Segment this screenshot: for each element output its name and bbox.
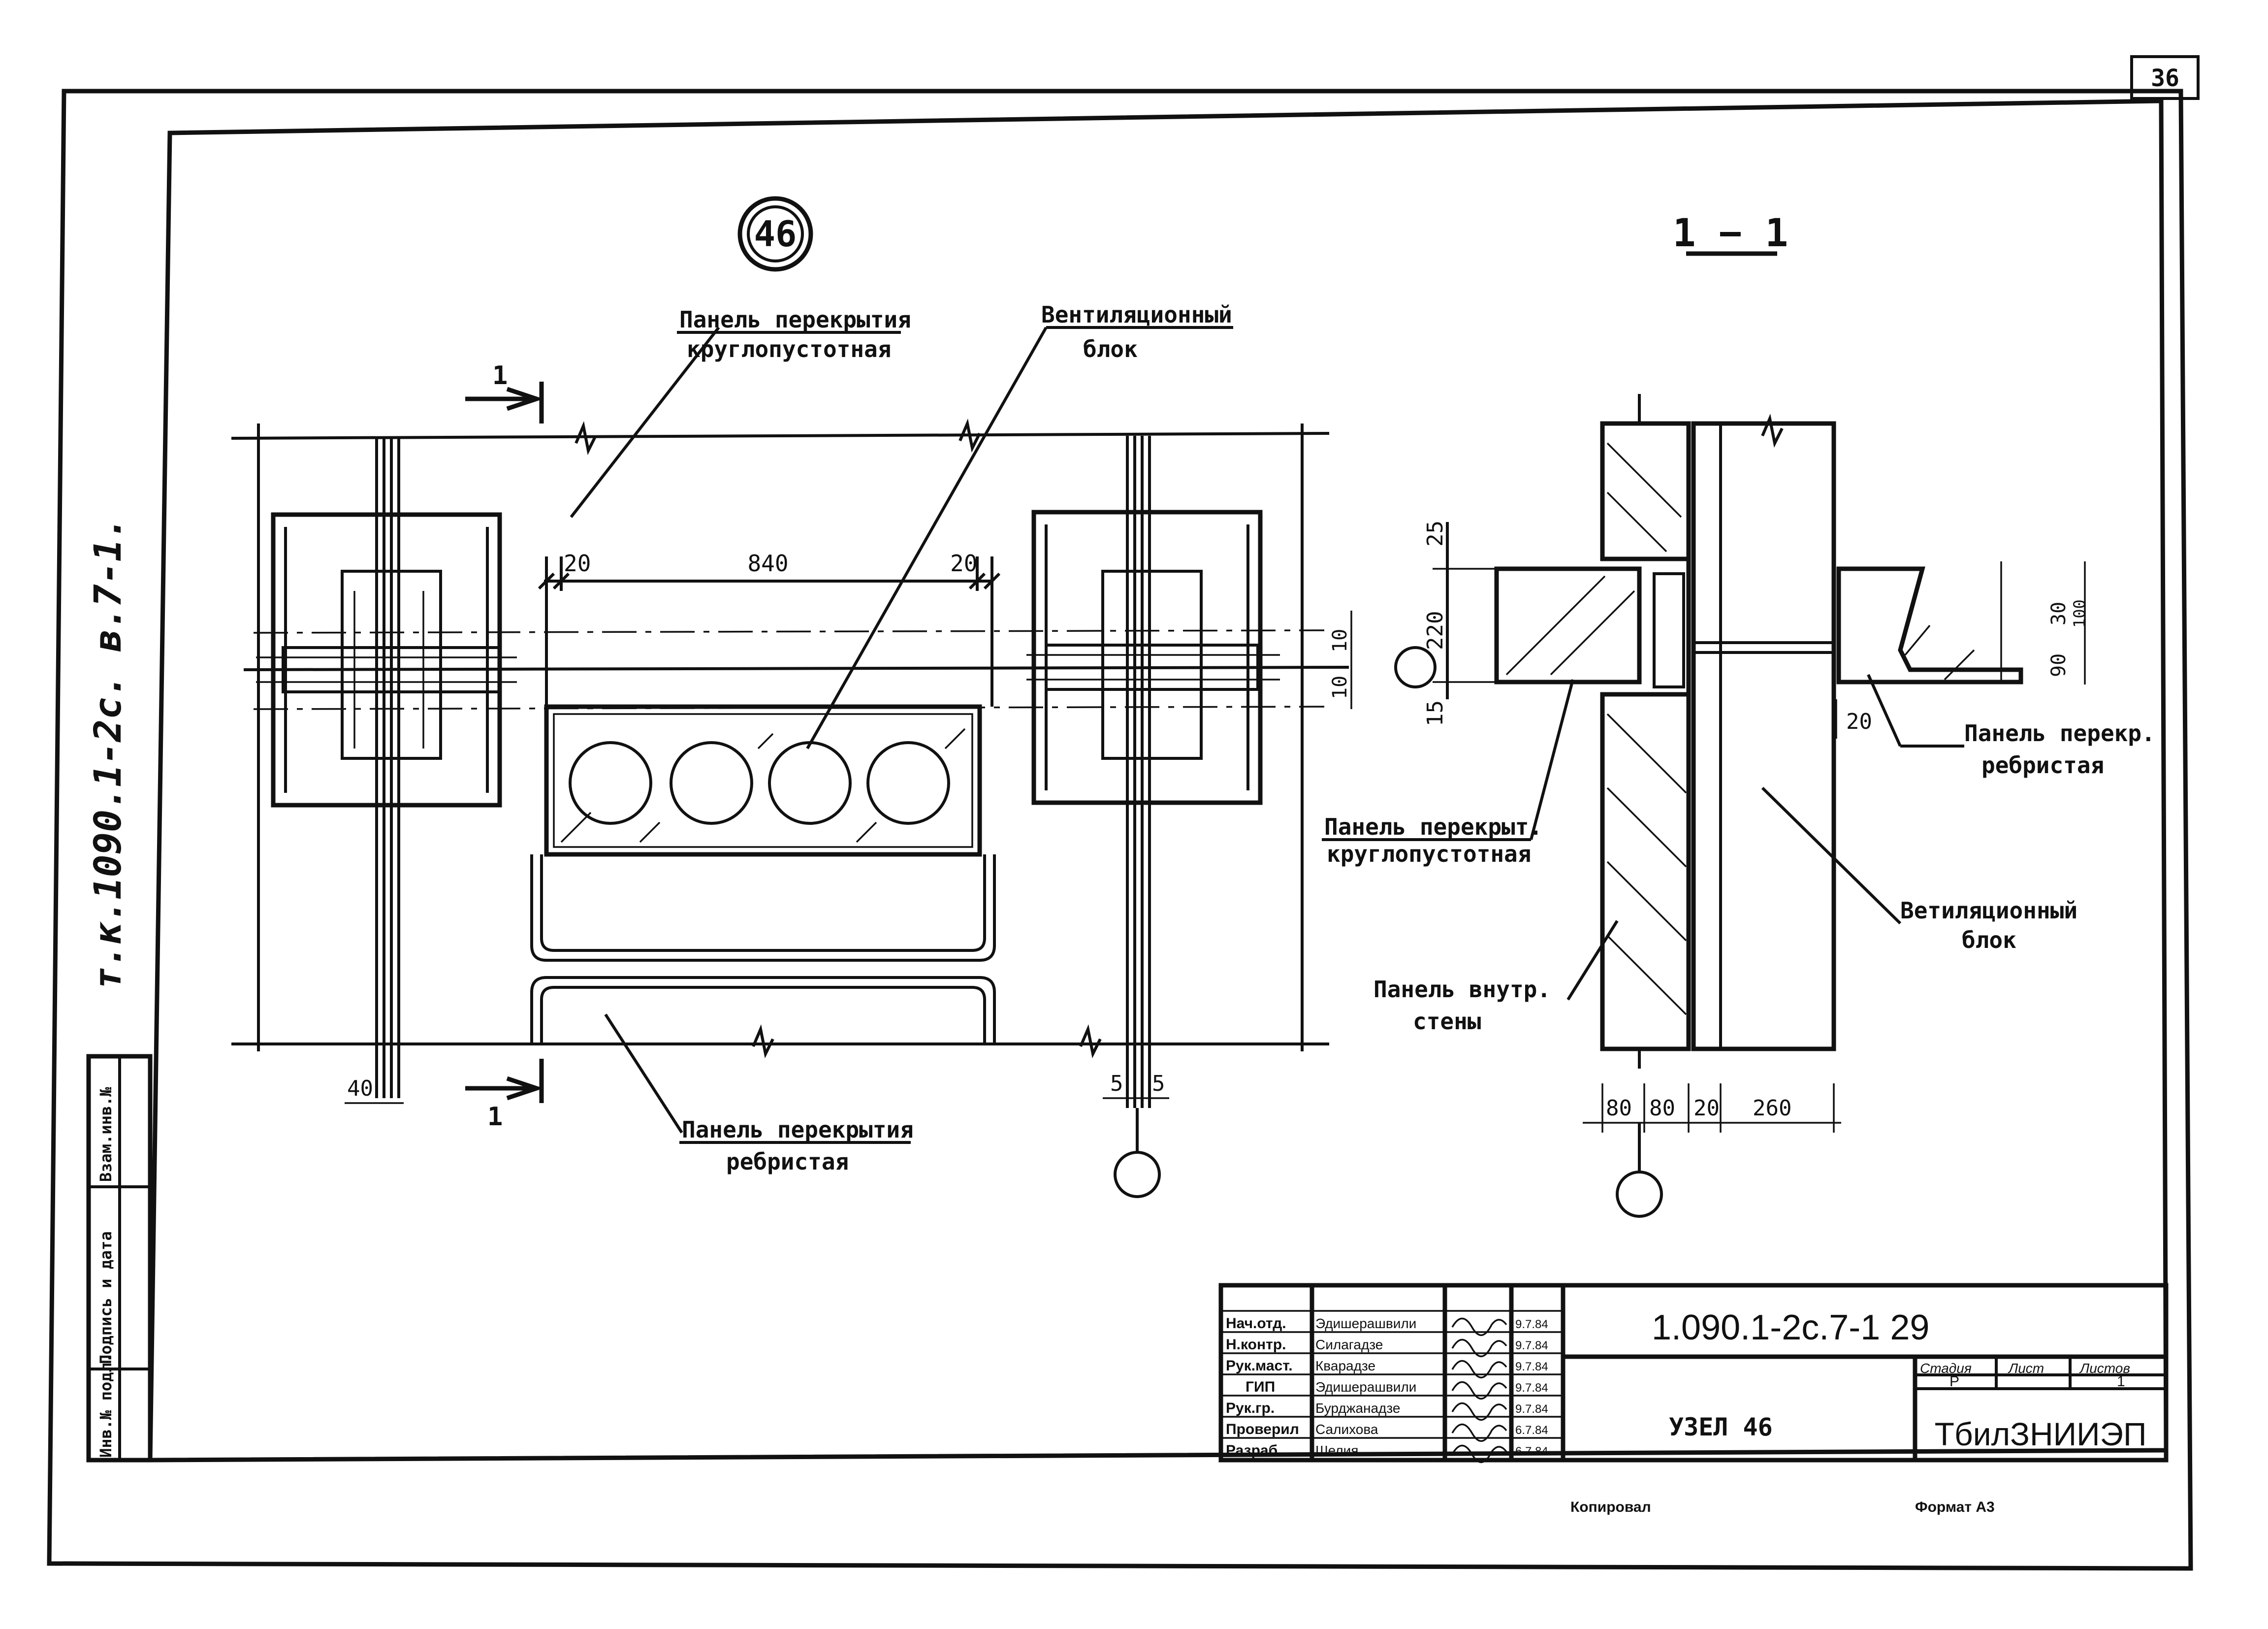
tb-role-6: Разраб.: [1226, 1442, 1281, 1459]
tb-copied: Копировал: [1570, 1499, 1651, 1515]
dim-plan-joint-a: 10: [1329, 629, 1351, 652]
section-labels: Панель перекрыт. круглопустотная Панель …: [1322, 720, 2155, 1035]
section-title: 1 − 1: [1673, 211, 1789, 256]
dim-plan-offset: 40: [347, 1076, 373, 1101]
tb-name-3: Эдишерашвили: [1315, 1379, 1416, 1395]
tb-name-2: Кварадзе: [1315, 1358, 1375, 1373]
label-sec-wall-2: стены: [1413, 1008, 1481, 1035]
stamp-inv-no: Инв.№ подл.: [96, 1353, 115, 1458]
dim-sec-base-1: 80: [1606, 1096, 1632, 1121]
tb-role-2: Рук.маст.: [1226, 1358, 1293, 1374]
label-sec-vent-1: Ветиляционный: [1900, 897, 2077, 924]
tb-sheets-header: Листов: [2079, 1361, 2130, 1376]
dim-sec-right-b: 100: [2070, 599, 2089, 628]
dim-plan-left-gap: 20: [564, 550, 591, 577]
tb-date-3: 9.7.84: [1515, 1381, 1548, 1395]
label-sec-ribbed-1: Панель перекр.: [1964, 720, 2155, 747]
dim-plan-rod-a: 5: [1110, 1071, 1123, 1096]
tb-title: УЗЕЛ 46: [1669, 1413, 1773, 1441]
tb-role-1: Н.контр.: [1226, 1336, 1286, 1353]
tb-role-0: Нач.отд.: [1226, 1315, 1286, 1332]
label-sec-wall-1: Панель внутр.: [1374, 976, 1551, 1003]
label-hollow-panel-1: Панель перекрытия: [679, 306, 911, 333]
dim-sec-bottom: 15: [1423, 700, 1448, 726]
tb-name-1: Силагадзе: [1315, 1337, 1383, 1352]
tb-name-5: Салихова: [1315, 1422, 1378, 1437]
dim-sec-slab: 220: [1423, 611, 1448, 650]
dim-plan-joint-b: 10: [1329, 676, 1351, 699]
tb-role-5: Проверил: [1226, 1421, 1299, 1437]
section-mark-top: 1: [492, 361, 508, 391]
tb-name-6: Шелия: [1315, 1443, 1358, 1458]
node-46-marker: 46: [737, 196, 813, 272]
dim-sec-top: 25: [1423, 521, 1448, 547]
label-ribbed-panel-1: Панель перекрытия: [682, 1116, 914, 1143]
tb-name-4: Бурджанадзе: [1315, 1401, 1400, 1416]
label-vent-block-2: блок: [1083, 336, 1138, 362]
tb-date-6: 6.7.84: [1515, 1445, 1548, 1458]
tb-date-0: 9.7.84: [1515, 1318, 1548, 1331]
section-mark-bottom: 1: [487, 1102, 503, 1132]
plan-view: 1 1 20 840 20 10 10 40 5 5: [231, 326, 1437, 1198]
label-sec-vent-2: блок: [1962, 927, 2016, 953]
tb-format: Формат А3: [1915, 1499, 1995, 1515]
stamp-signature-date: Подпись и дата: [96, 1231, 115, 1364]
tb-date-5: 6.7.84: [1515, 1424, 1548, 1437]
tb-name-0: Эдишерашвили: [1315, 1316, 1416, 1331]
tb-stage-header: Стадия: [1920, 1361, 1972, 1376]
tb-sheet-header: Лист: [2008, 1361, 2044, 1376]
tb-date-2: 9.7.84: [1515, 1360, 1548, 1373]
stamp-replaced-inv: Взам.инв.№: [96, 1087, 115, 1182]
label-vent-block-1: Вентиляционный: [1041, 301, 1232, 328]
dim-plan-block-width: 840: [747, 550, 788, 577]
tb-date-1: 9.7.84: [1515, 1339, 1548, 1352]
tb-role-4: Рук.гр.: [1226, 1400, 1275, 1416]
dim-plan-rod-b: 5: [1152, 1071, 1165, 1096]
tb-code: 1.090.1-2с.7-1 29: [1652, 1308, 1929, 1347]
label-sec-ribbed-2: ребристая: [1981, 752, 2104, 779]
tb-role-3: ГИП: [1246, 1379, 1275, 1395]
dim-sec-base-2: 80: [1649, 1096, 1675, 1121]
section-view: 30 100 90 25 220 15 20 80 80 20 260: [1423, 394, 2089, 1218]
dim-sec-right-c: 90: [2047, 653, 2070, 677]
tb-date-4: 9.7.84: [1515, 1402, 1548, 1416]
dim-sec-right-a: 30: [2047, 602, 2070, 625]
tb-stage: Р: [1949, 1373, 1959, 1390]
title-block: Нач.отд. Эдишерашвили 9.7.84 Н.контр. Си…: [1218, 1283, 2169, 1515]
plan-labels: Панель перекрытия круглопустотная Вентил…: [677, 301, 1232, 1175]
dim-sec-gap: 20: [1846, 709, 1872, 734]
section-title-text: 1 − 1: [1673, 211, 1789, 256]
sheet-number-box: 36: [2130, 55, 2200, 100]
label-ribbed-panel-2: ребристая: [726, 1148, 849, 1175]
tb-org: ТбилЗНИИЭП: [1935, 1416, 2147, 1452]
dim-plan-right-gap: 20: [950, 550, 977, 577]
node-number: 46: [754, 213, 797, 255]
archive-note: т.к.1090.1-2с. в.7-1.: [86, 517, 129, 990]
label-sec-hollow-2: круглопустотная: [1327, 841, 1531, 867]
side-stamp: Инв.№ подл. Подпись и дата Взам.инв.№: [86, 1054, 153, 1463]
label-hollow-panel-2: круглопустотная: [687, 336, 891, 362]
dim-sec-base-3: 20: [1693, 1096, 1720, 1121]
sheet-number: 36: [2151, 65, 2179, 92]
signatures: [1451, 1317, 1507, 1464]
label-sec-hollow-1: Панель перекрыт.: [1324, 814, 1542, 840]
tb-sheets: 1: [2117, 1373, 2125, 1390]
dim-sec-base-4: 260: [1753, 1096, 1791, 1121]
